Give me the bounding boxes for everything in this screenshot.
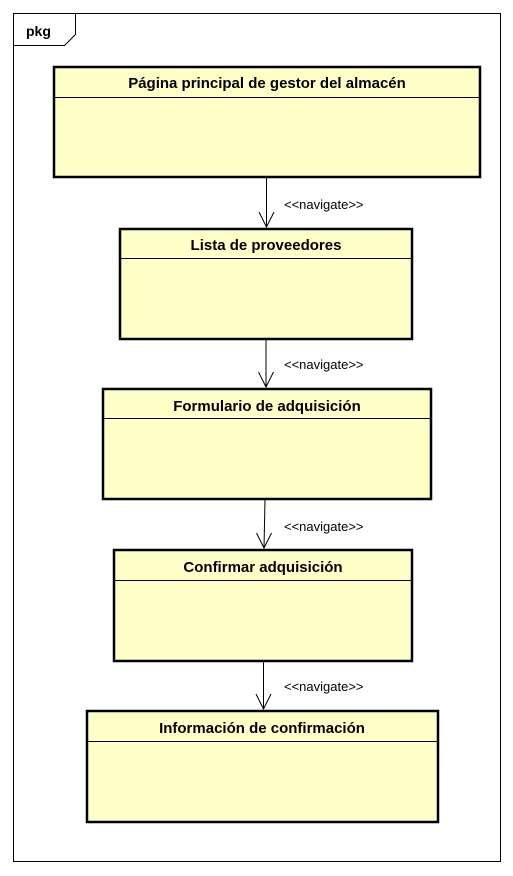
arrowhead-icon xyxy=(258,211,275,229)
class-title: Confirmar adquisición xyxy=(183,559,342,576)
arrowhead-icon xyxy=(258,371,274,389)
edge-label: <<navigate>> xyxy=(284,519,364,534)
class-box xyxy=(101,387,433,501)
class-title: Formulario de adquisición xyxy=(173,398,361,415)
class-formulario-adquisicion[interactable]: Formulario de adquisición xyxy=(101,387,433,501)
edge-label: <<navigate>> xyxy=(284,357,364,372)
class-title: Lista de proveedores xyxy=(191,237,342,254)
package-tab xyxy=(13,13,76,46)
arrowhead-icon xyxy=(255,693,272,711)
class-box xyxy=(52,65,482,179)
class-title: Información de confirmación xyxy=(159,720,365,737)
class-box xyxy=(112,548,414,663)
edge-label: <<navigate>> xyxy=(284,679,364,694)
navigate-edge-3: <<navigate>> xyxy=(256,499,364,550)
class-lista-proveedores[interactable]: Lista de proveedores xyxy=(118,227,414,341)
class-informacion-confirmacion[interactable]: Información de confirmación xyxy=(85,709,440,824)
class-box xyxy=(118,227,414,341)
class-confirmar-adquisicion[interactable]: Confirmar adquisición xyxy=(112,548,414,663)
class-box xyxy=(85,709,440,824)
navigate-edge-2: <<navigate>> xyxy=(258,340,364,389)
edge-label: <<navigate>> xyxy=(284,197,364,212)
edge-line xyxy=(263,499,266,549)
class-title: Página principal de gestor del almacén xyxy=(128,75,406,92)
arrowhead-icon xyxy=(256,532,272,550)
package-label: pkg xyxy=(26,23,51,39)
class-pagina-principal[interactable]: Página principal de gestor del almacén xyxy=(52,65,482,179)
navigate-edge-4: <<navigate>> xyxy=(255,662,364,711)
navigate-edge-1: <<navigate>> xyxy=(258,178,364,229)
